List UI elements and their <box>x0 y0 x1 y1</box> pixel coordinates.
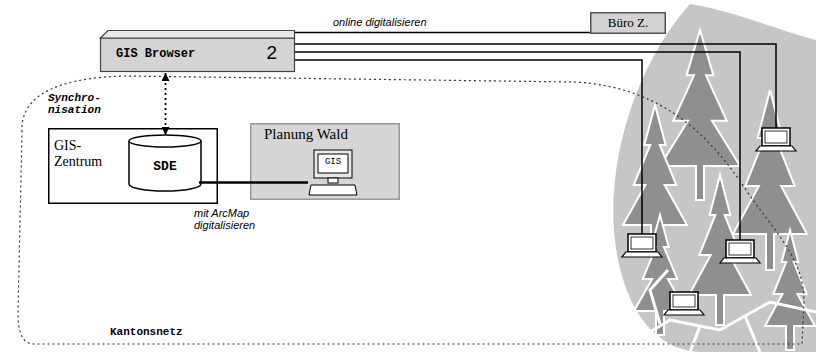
fir-tree <box>765 230 815 350</box>
center-box: SDE GIS- Zentrum <box>48 128 218 204</box>
database-cylinder: SDE <box>128 134 202 192</box>
callout-number: 2 <box>266 42 277 64</box>
node-label: GIS- Zentrum <box>54 138 116 170</box>
forest-area <box>613 4 816 352</box>
node-label: SDE <box>128 159 202 174</box>
network-region: SDE GIS- ZentrumGIS Planung WaldKantonsnet… <box>14 72 814 347</box>
node-label: Büro Z. <box>590 15 666 31</box>
edge-label: online digitalisieren <box>333 16 427 28</box>
node-label: GIS <box>318 157 348 167</box>
office-box: Büro Z. <box>590 12 666 34</box>
connector-line <box>165 73 167 135</box>
computer-outline <box>308 149 358 197</box>
department-box: GIS Planung Wald <box>250 123 400 200</box>
node-label: Planung Wald <box>264 126 348 143</box>
server-box: GIS Browser 2 <box>100 30 295 72</box>
edge-label: Synchro- nisation <box>48 92 112 116</box>
region-outline <box>14 72 814 347</box>
fir-trees <box>623 30 815 350</box>
node-label: Kantonsnetz <box>110 326 183 338</box>
computer-icon: GIS <box>308 149 358 197</box>
connector-line <box>295 32 590 34</box>
forest-roads <box>628 270 816 352</box>
laptop-icons <box>622 128 796 315</box>
edge-label: mit ArcMap digitalisieren <box>194 207 294 231</box>
node-label: GIS Browser <box>116 47 195 61</box>
